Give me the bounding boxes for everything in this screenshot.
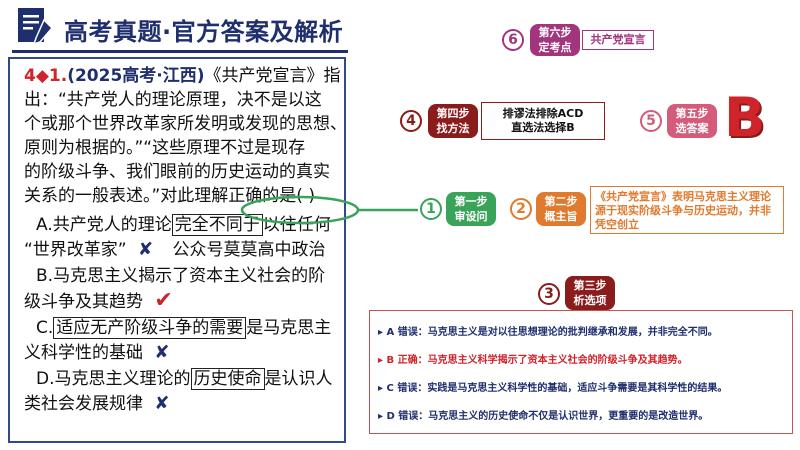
step-4-pill: 第四步 找方法: [428, 104, 478, 138]
step-6-pill: 第六步 定考点: [530, 24, 580, 56]
option-a-text: A.共产党人的理论: [36, 215, 172, 235]
step-4-number: 4: [400, 110, 422, 132]
option-d-line2: 类社会发展规律 ✘: [24, 393, 170, 415]
option-a: A.共产党人的理论完全不同于以往任何: [36, 214, 331, 236]
analysis-line-b: ▸ B 正确：马克思主义科学揭示了资本主义社会的阶级斗争及其趋势。: [378, 355, 688, 366]
step-4-note: 排谬法排除ACD 直选法选择B: [481, 102, 605, 140]
stem-line: 个或那个世界改革家所发明或发现的思想、: [24, 114, 347, 134]
stem-line: 关系的一般表述。”对此理解正确的是( ): [24, 186, 315, 206]
option-d-text: D.马克思主义理论的: [36, 369, 191, 389]
step-3-label: 析选项: [573, 294, 607, 307]
option-d-keyword: 历史使命: [190, 368, 265, 390]
option-a-line2: “世界改革家” ✘ 公众号莫莫高中政治: [24, 239, 326, 261]
analysis-line-a: ▸ A 错误：马克思主义是对以往思想理论的批判继承和发展，并非完全不同。: [378, 327, 718, 338]
wrong-mark-icon: ✘: [154, 393, 170, 414]
option-c-text: 是马克思主: [246, 318, 332, 338]
wrong-mark-icon: ✘: [138, 239, 154, 260]
page-title: 高考真题·官方答案及解析: [64, 18, 344, 46]
step-3-pill: 第三步 析选项: [565, 276, 615, 310]
option-d: D.马克思主义理论的历史使命是认识人: [36, 368, 333, 390]
step-1-number: 1: [420, 198, 442, 220]
step-5-pill: 第五步 选答案: [667, 104, 717, 138]
option-b-line2: 级斗争及其趋势 ✔: [24, 290, 173, 313]
option-b-text: 级斗争及其趋势: [24, 292, 143, 312]
option-a-keyword: 完全不同于: [171, 214, 263, 236]
connector-arrow: [240, 195, 418, 225]
option-c-keyword: 适应无产阶级斗争的需要: [53, 317, 247, 339]
stem-line: 的阶级斗争、我们眼前的历史运动的真实: [24, 162, 330, 182]
step-2-note: 《共产党宣言》表明马克思主义理论源于现实阶级斗争与历史运动，并非凭空创立: [590, 186, 784, 234]
document-icon: [18, 8, 54, 46]
step-1-label: 审设问: [454, 210, 488, 223]
option-d-text: 类社会发展规律: [24, 394, 143, 414]
step-4-label: 找方法: [436, 122, 470, 135]
option-c-text: C.: [36, 318, 54, 338]
question-panel: 4◆1.(2025高考·江西)《共产党宣言》指 出：“共产党人的理论原理，决不是…: [8, 57, 347, 443]
stem-line: 出：“共产党人的理论原理，决不是以这: [24, 90, 322, 110]
option-d-text: 是认识人: [264, 369, 333, 389]
step-2-pill: 第二步 概主旨: [536, 192, 586, 226]
answer-letter: B: [724, 86, 766, 149]
option-c-line2: 义科学性的基础 ✘: [24, 342, 170, 364]
stem-line: 原则为根据的。”“这些原理不过是现存: [24, 138, 306, 158]
correct-mark-icon: ✔: [154, 288, 173, 313]
wrong-mark-icon: ✘: [154, 342, 170, 363]
option-c: C.适应无产阶级斗争的需要是马克思主: [36, 317, 331, 339]
step-6-number: 6: [502, 29, 524, 51]
step-5-label: 选答案: [675, 122, 709, 135]
step-6-note: 共产党宣言: [582, 30, 654, 50]
analysis-line-d: ▸ D 错误：马克思主义的历史使命不仅是认识世界，更重要的是改造世界。: [378, 411, 709, 422]
option-a-text: 以往任何: [262, 215, 331, 235]
option-b: B.马克思主义揭示了资本主义社会的阶: [36, 266, 326, 286]
header-divider: [12, 50, 348, 53]
step-5-number: 5: [640, 110, 662, 132]
option-analysis-panel: ▸ A 错误：马克思主义是对以往思想理论的批判继承和发展，并非完全不同。 ▸ B…: [369, 310, 793, 434]
analysis-line-c: ▸ C 错误：实践是马克思主义科学性的基础，适应斗争需要是其科学性的结果。: [378, 383, 728, 394]
step-2-label: 第二步: [544, 195, 578, 208]
watermark-text: 公众号莫莫高中政治: [172, 240, 326, 260]
step-1-pill: 第一步 审设问: [446, 192, 496, 226]
step-1-label: 第一步: [454, 195, 488, 208]
step-3-label: 第三步: [573, 279, 607, 292]
option-c-text: 义科学性的基础: [24, 343, 143, 363]
step-6-label: 定考点: [538, 41, 572, 54]
step-2-label: 概主旨: [544, 210, 578, 223]
option-a-text: “世界改革家”: [24, 240, 127, 260]
step-2-number: 2: [510, 198, 532, 220]
step-4-note-line: 直选法选择B: [511, 121, 575, 134]
step-3-number: 3: [538, 283, 560, 305]
step-5-label: 第五步: [675, 107, 709, 120]
step-4-label: 第四步: [436, 107, 470, 120]
question-line-1: 4◆1.(2025高考·江西)《共产党宣言》指: [24, 65, 341, 87]
question-number: 4◆1.: [24, 66, 68, 86]
step-6-label: 第六步: [538, 26, 572, 39]
step-4-note-line: 排谬法排除ACD: [502, 107, 584, 120]
question-source: (2025高考·江西): [67, 66, 205, 86]
stem-line: 《共产党宣言》指: [204, 66, 341, 86]
